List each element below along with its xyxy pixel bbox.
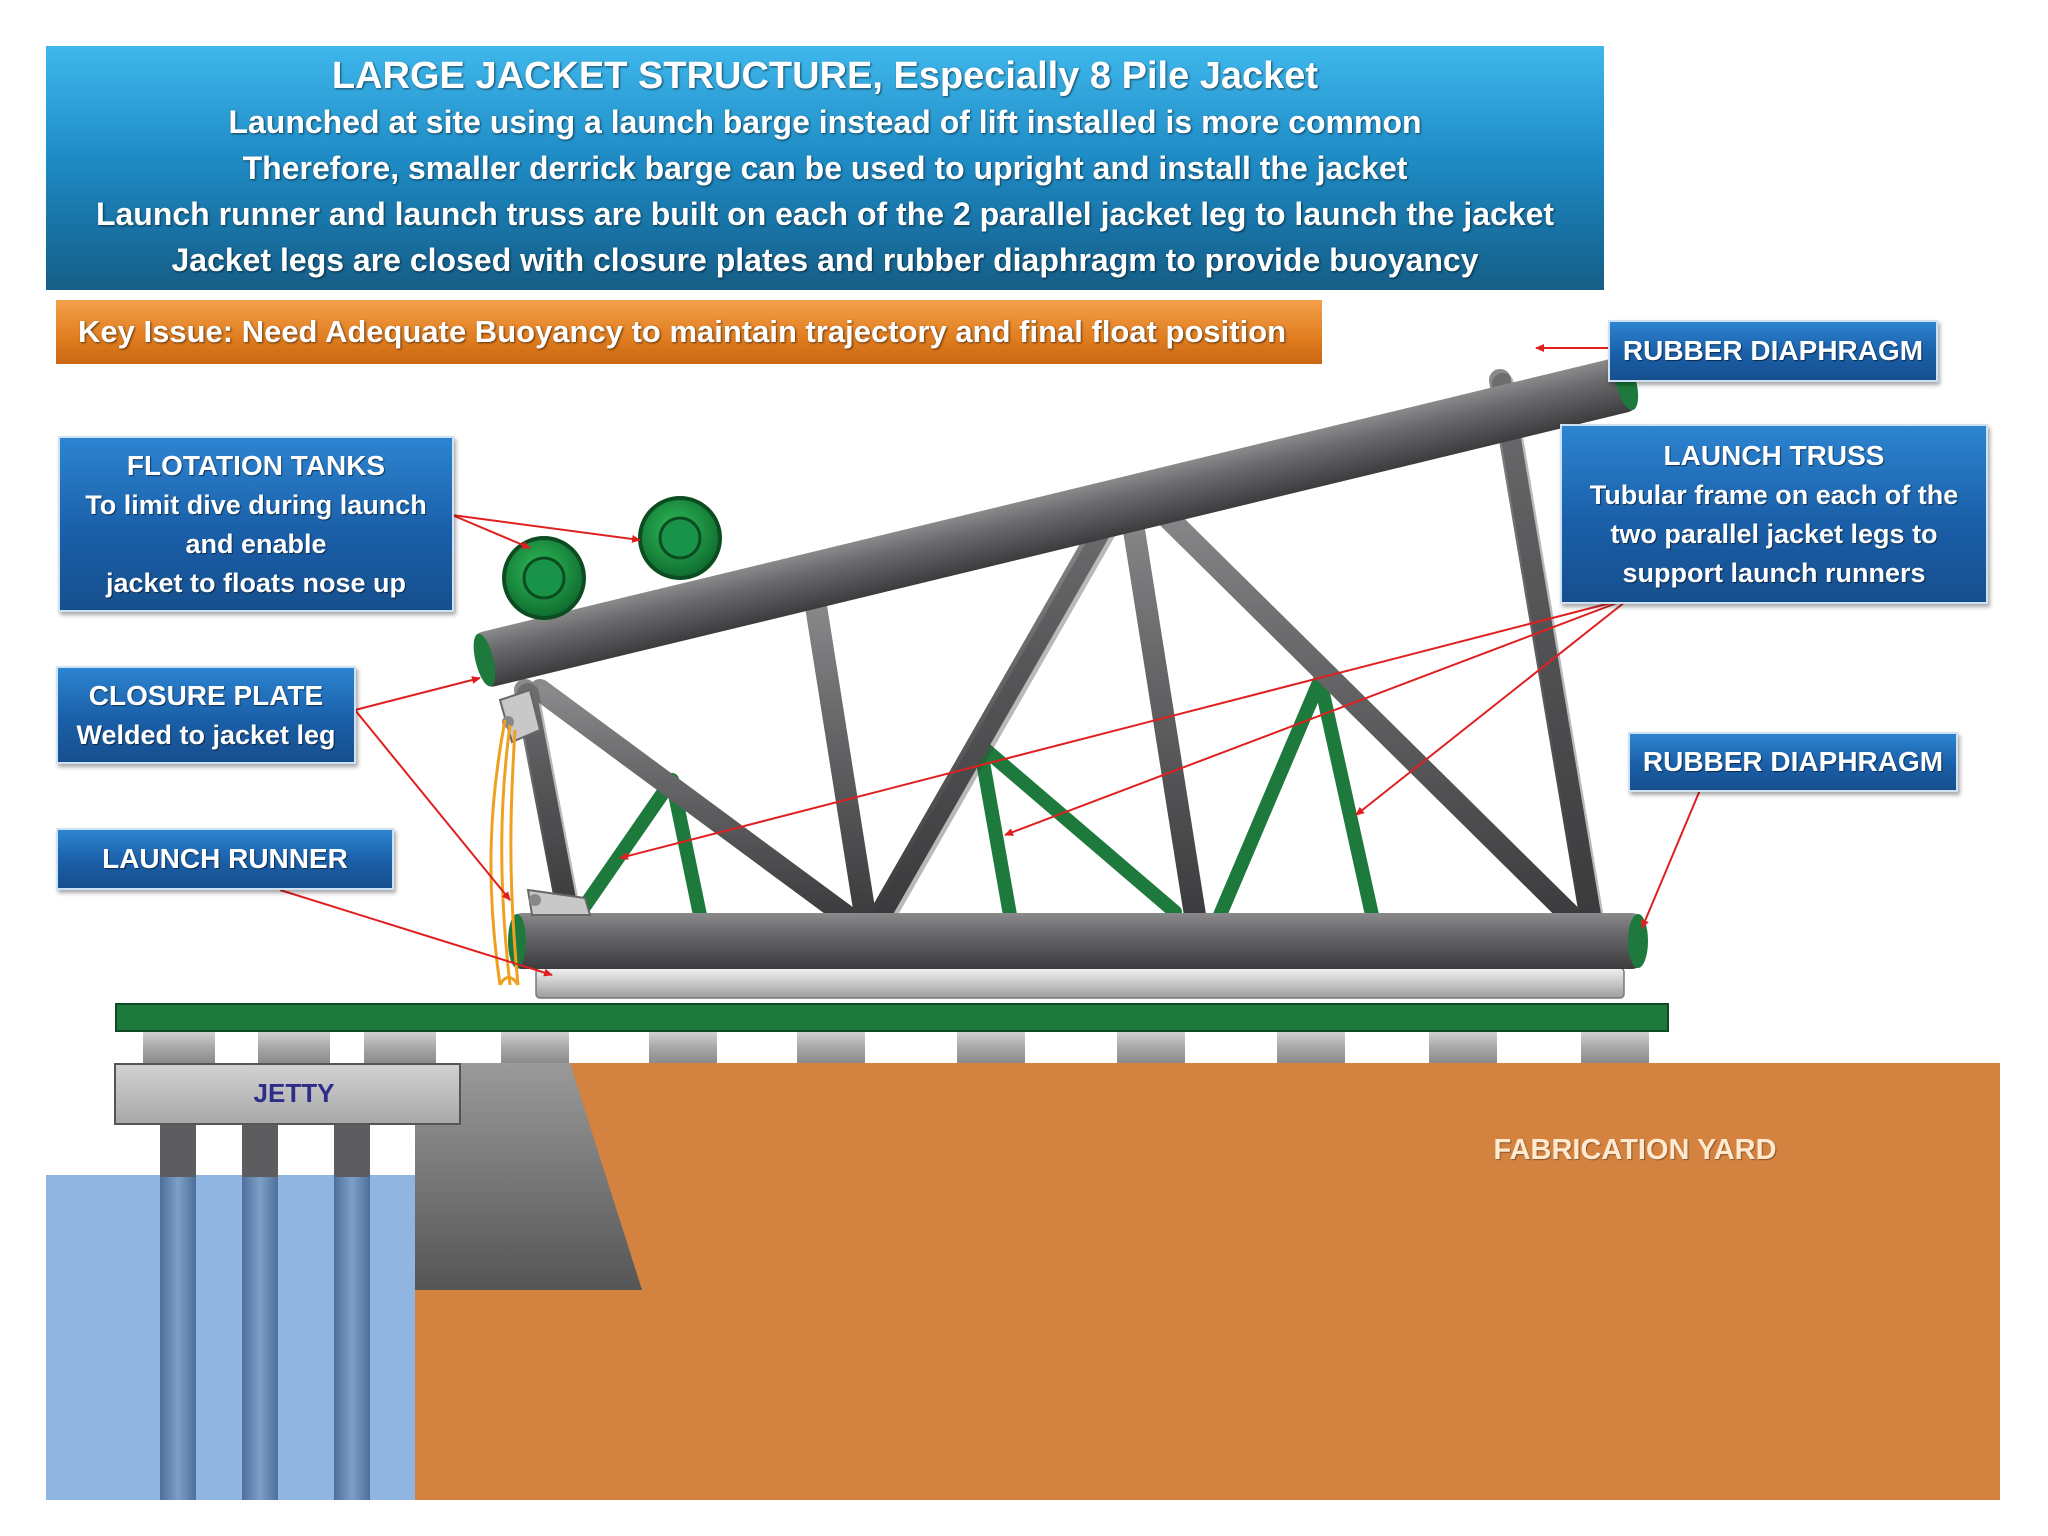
lower-jacket-leg xyxy=(512,913,1642,969)
header-banner: LARGE JACKET STRUCTURE, Especially 8 Pil… xyxy=(46,46,1604,290)
rubber-diaphragm-right-label: RUBBER DIAPHRAGM xyxy=(1628,732,1958,792)
header-title: LARGE JACKET STRUCTURE, Especially 8 Pil… xyxy=(331,55,1319,97)
fabrication-yard-ground xyxy=(415,1063,2000,1500)
flotation-tanks-label: FLOTATION TANKS To limit dive during lau… xyxy=(58,436,454,612)
closure-plate-title: CLOSURE PLATE xyxy=(88,679,324,711)
skid-pads xyxy=(143,1030,1649,1063)
launch-truss-title: LAUNCH TRUSS xyxy=(1663,439,1885,471)
skidway-beam xyxy=(115,1003,1669,1032)
quay-slope xyxy=(415,1063,642,1290)
closure-plate-label: CLOSURE PLATE Welded to jacket leg xyxy=(56,666,356,764)
jetty-pile xyxy=(242,1122,278,1500)
fabrication-yard-label: FABRICATION YARD xyxy=(1493,1134,1777,1166)
header-line: Jacket legs are closed with closure plat… xyxy=(171,242,1479,278)
flotation-tanks-title: FLOTATION TANKS xyxy=(126,449,386,481)
lifting-slings xyxy=(489,719,520,986)
jetty-pile xyxy=(160,1122,196,1500)
header-line: Launched at site using a launch barge in… xyxy=(228,104,1422,140)
header-line: Launch runner and launch truss are built… xyxy=(95,196,1555,232)
jetty-pile-above-water xyxy=(242,1122,278,1177)
jetty-deck xyxy=(114,1063,461,1125)
jetty-pile-above-water xyxy=(334,1122,370,1177)
launch-truss-label: LAUNCH TRUSS Tubular frame on each of th… xyxy=(1560,424,1988,604)
launch-runner xyxy=(535,967,1625,999)
rubber-diaphragm-top-label: RUBBER DIAPHRAGM xyxy=(1608,320,1938,382)
jetty-pile xyxy=(334,1122,370,1500)
jetty-label: JETTY xyxy=(253,1078,335,1108)
leader-arrows xyxy=(279,344,1701,977)
launch-runner-label: LAUNCH RUNNER xyxy=(56,828,394,890)
key-issue-banner: Key Issue: Need Adequate Buoyancy to mai… xyxy=(56,300,1322,364)
closure-bracket xyxy=(526,888,592,916)
jetty-pile-above-water xyxy=(160,1122,196,1177)
jacket-braces xyxy=(514,369,1601,926)
header-line: Therefore, smaller derrick barge can be … xyxy=(242,150,1408,186)
